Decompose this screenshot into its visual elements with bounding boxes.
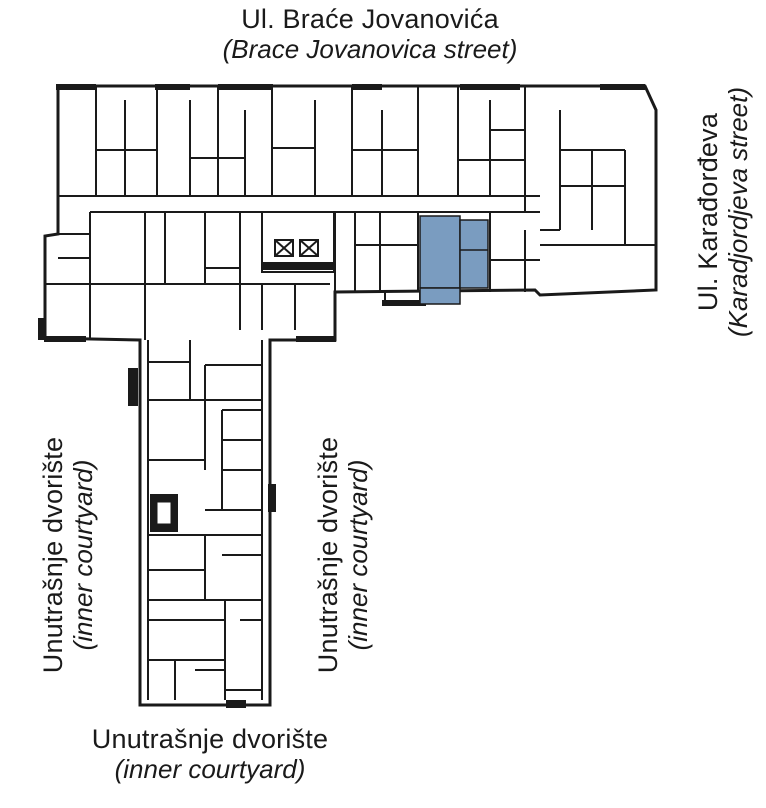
- courtyard-label-bottom: Unutrašnje dvorište (inner courtyard): [40, 724, 380, 785]
- courtyard-name: Unutrašnje dvorište: [91, 724, 329, 754]
- street-name-translation: (Brace Jovanovica street): [222, 34, 518, 65]
- stair-core: [156, 501, 172, 525]
- street-label-top: Ul. Braće Jovanovića (Brace Jovanovica s…: [150, 4, 590, 65]
- selected-apartment[interactable]: [419, 215, 489, 305]
- street-name: Ul. Braće Jovanovića: [241, 4, 499, 34]
- wall-blocks: [38, 84, 645, 708]
- courtyard-name-translation: (inner courtyard): [114, 754, 306, 785]
